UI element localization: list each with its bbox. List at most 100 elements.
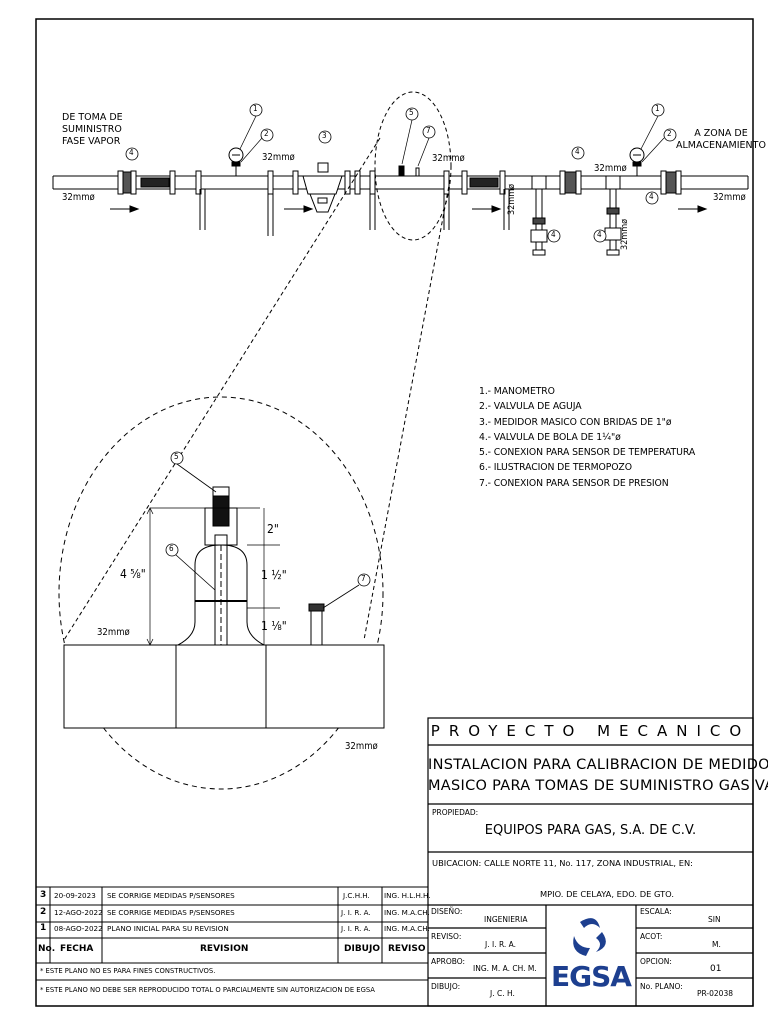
leader-lines xyxy=(239,115,665,167)
legend-item: 5.- CONEXION PARA SENSOR DE TEMPERATURA xyxy=(479,447,696,459)
callout-5-b: 5 xyxy=(174,452,179,461)
pipe-size-label-4: 32mmø xyxy=(594,163,627,174)
pipe-size-label-3: 32mmø xyxy=(432,153,465,164)
legend-item: 6.- ILUSTRACION DE TERMOPOZO xyxy=(479,462,632,474)
pipe-supports xyxy=(199,189,510,236)
escala-label: ESCALA: xyxy=(640,907,672,916)
legend-item: 2.- VALVULA DE AGUJA xyxy=(479,401,582,413)
callout-4-c: 4 xyxy=(649,192,654,201)
detail-pipe xyxy=(63,644,385,729)
callout-7-a: 7 xyxy=(426,126,431,135)
legend-item: 3.- MEDIDOR MASICO CON BRIDAS DE 1"ø xyxy=(479,416,672,428)
rev-row-2-revision: SE CORRIGE MEDIDAS P/SENSORES xyxy=(107,908,235,917)
reviso-value: J. I. R. A. xyxy=(485,940,517,949)
reviso-label: REVISO: xyxy=(431,932,462,941)
label-a-zona: A ZONA DE ALMACENAMIENTO xyxy=(676,128,766,152)
rev-row-2-reviso: ING. M.A.CH. xyxy=(384,908,430,917)
detail-marker-circle xyxy=(374,91,452,241)
sensor-taps xyxy=(398,165,420,177)
rev-note-2: * ESTE PLANO NO DEBE SER REPRODUCIDO TOT… xyxy=(40,986,375,994)
callout-5-a: 5 xyxy=(409,108,414,117)
label-a-zona-l2: ALMACENAMIENTO xyxy=(676,140,766,151)
detail-leader-2 xyxy=(63,137,381,641)
pipe-size-label-1: 32mmø xyxy=(62,192,95,203)
rev-row-3-reviso: ING. H.L.H.H. xyxy=(384,891,431,900)
opcion-value: 01 xyxy=(710,964,722,974)
callout-4-e: 4 xyxy=(597,230,602,239)
revision-table-frame xyxy=(36,886,428,981)
rev-row-1-revision: PLANO INICIAL PARA SU REVISION xyxy=(107,924,229,933)
callout-6: 6 xyxy=(169,544,174,553)
pipe-size-label-6: 32mmø xyxy=(507,183,517,215)
rev-header-fecha: FECHA xyxy=(60,944,94,954)
rev-row-3-fecha: 20-09-2023 xyxy=(54,891,96,900)
rev-header-dibujo: DIBUJO xyxy=(344,944,380,954)
rev-header-reviso: REVISO xyxy=(388,944,426,954)
rev-row-3-dibujo: J.C.H.H. xyxy=(343,891,370,900)
diseno-value: INGENIERIA xyxy=(484,915,528,924)
sheet-border xyxy=(35,18,754,1007)
acot-value: M. xyxy=(712,940,721,949)
detail-enlarged-circle xyxy=(58,396,384,790)
pipe-flanges xyxy=(117,170,682,195)
escala-value: SIN xyxy=(708,915,721,924)
title-block-frame xyxy=(427,717,754,1007)
dim-1-half: 1 ½" xyxy=(261,568,287,582)
detail-pressure-tap xyxy=(308,603,325,646)
rev-row-2-no: 2 xyxy=(40,907,47,917)
manometer-right xyxy=(629,147,645,176)
dibujo-label: DIBUJO: xyxy=(431,982,461,991)
propiedad-value: EQUIPOS PARA GAS, S.A. DE C.V. xyxy=(484,823,697,838)
title-line-1: INSTALACION PARA CALIBRACION DE MEDIDOR xyxy=(428,757,768,773)
dimension-lines xyxy=(146,507,280,646)
rev-header-no: No. xyxy=(38,944,56,954)
callout-balloons xyxy=(125,103,677,243)
ball-valves xyxy=(122,171,677,194)
dim-2in: 2" xyxy=(267,522,279,536)
rev-row-3-no: 3 xyxy=(40,890,47,900)
callout-4-d: 4 xyxy=(551,230,556,239)
legend-item: 7.- CONEXION PARA SENSOR DE PRESION xyxy=(479,477,669,489)
callout-1-b: 1 xyxy=(655,104,660,113)
label-de-toma-l2: SUMINISTRO xyxy=(62,124,122,135)
callout-2-a: 2 xyxy=(264,129,269,138)
egsa-logo-mark xyxy=(573,918,606,956)
rev-row-2-dibujo: J. I. R. A. xyxy=(341,908,371,917)
dim-1-eighth: 1 ⅛" xyxy=(261,619,287,633)
detail-pipe-size-label: 32mmø xyxy=(97,627,130,638)
detail-thermowell xyxy=(177,486,265,646)
propiedad-label: PROPIEDAD: xyxy=(432,808,479,817)
opcion-label: OPCION: xyxy=(640,957,672,966)
callout-7-b: 7 xyxy=(361,574,366,583)
legend-item: 1.- MANOMETRO xyxy=(479,386,555,397)
pipe-size-label-5: 32mmø xyxy=(713,192,746,203)
rev-row-1-fecha: 08-AGO-2022 xyxy=(54,924,103,933)
rev-row-1-reviso: ING. M.A.CH. xyxy=(384,924,430,933)
diseno-label: DISEÑO: xyxy=(431,907,463,916)
callout-1-a: 1 xyxy=(253,104,258,113)
plano-label: No. PLANO: xyxy=(640,982,683,991)
aprobo-label: APROBO: xyxy=(431,957,466,966)
manometer-left xyxy=(228,147,244,176)
label-a-zona-l1: A ZONA DE xyxy=(694,128,748,139)
pipe-size-label-7: 32mmø xyxy=(620,218,630,250)
callout-2-b: 2 xyxy=(667,129,672,138)
legend-item: 4.- VALVULA DE BOLA DE 1¼"ø xyxy=(479,431,621,443)
rev-note-1: * ESTE PLANO NO ES PARA FINES CONSTRUCTI… xyxy=(40,967,216,975)
mass-meter xyxy=(302,162,343,213)
title-line-2: MASICO PARA TOMAS DE SUMINISTRO GAS VAPO… xyxy=(428,778,768,794)
label-de-toma-l1: DE TOMA DE xyxy=(62,112,123,123)
callout-4-a: 4 xyxy=(129,148,134,157)
egsa-logo-text: EGSA xyxy=(551,960,632,993)
pipe-size-label-2: 32mmø xyxy=(262,152,295,163)
ubicacion-line-1: UBICACION: CALLE NORTE 11, No. 117, ZONA… xyxy=(432,858,693,868)
title-block-header: PROYECTO MECANICO xyxy=(430,722,751,740)
callout-3: 3 xyxy=(322,131,327,140)
detail-pipe-size-label-2: 32mmø xyxy=(345,741,378,752)
dim-4-5-8: 4 ⅝" xyxy=(120,567,146,581)
flow-arrows xyxy=(110,205,708,213)
ubicacion-line-2: MPIO. DE CELAYA, EDO. DE GTO. xyxy=(540,889,675,899)
rev-header-revision: REVISION xyxy=(200,944,249,954)
rev-row-2-fecha: 12-AGO-2022 xyxy=(54,908,103,917)
